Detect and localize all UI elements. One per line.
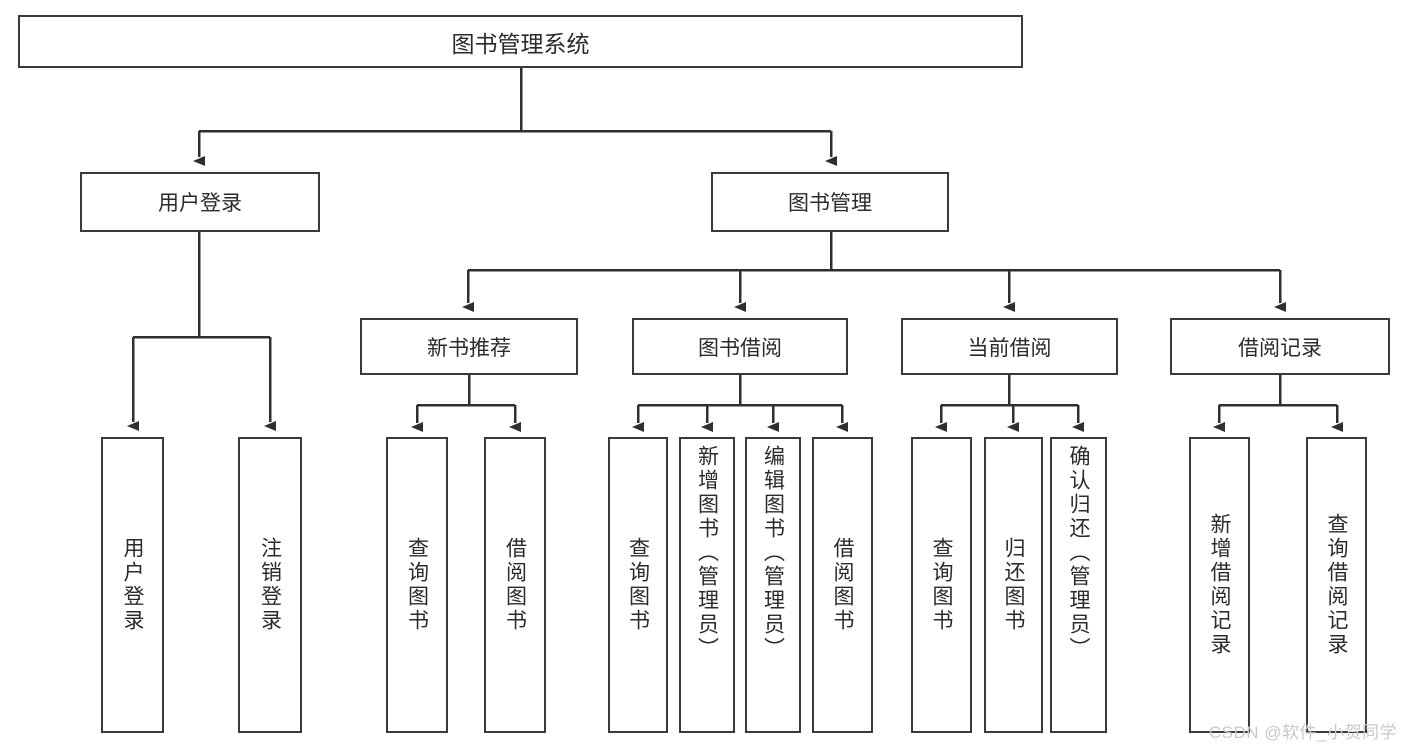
node-leaf-add-borrow-record[interactable]: 新增借阅记录 (1189, 437, 1250, 733)
node-leaf-confirm-return-admin-label: 确认归还（管理员） (1067, 445, 1090, 661)
csdn-watermark: CSDN @软件_小贺同学 (1208, 723, 1397, 742)
node-root[interactable]: 图书管理系统 (18, 15, 1023, 68)
node-leaf-user-login-label: 用户登录 (121, 537, 144, 633)
node-leaf-query-book-borrow[interactable]: 查询图书 (608, 437, 668, 733)
node-leaf-edit-book-admin[interactable]: 编辑图书（管理员） (745, 437, 801, 733)
node-new-book-rec[interactable]: 新书推荐 (360, 318, 578, 375)
node-book-manage[interactable]: 图书管理 (711, 172, 949, 232)
leaf-inner: 查询图书 (913, 439, 970, 731)
node-leaf-query-book-rec[interactable]: 查询图书 (386, 437, 448, 733)
node-new-book-rec-label: 新书推荐 (427, 336, 511, 360)
leaf-inner: 新增图书（管理员） (681, 439, 733, 731)
node-borrow-record-label: 借阅记录 (1238, 336, 1322, 360)
node-leaf-borrow-book[interactable]: 借阅图书 (812, 437, 873, 733)
node-leaf-borrow-book-rec-label: 借阅图书 (503, 537, 527, 633)
node-leaf-user-logout-label: 注销登录 (258, 537, 282, 633)
leaf-inner: 注销登录 (240, 439, 300, 731)
node-leaf-user-login[interactable]: 用户登录 (101, 437, 164, 733)
node-book-borrow[interactable]: 图书借阅 (632, 318, 848, 375)
node-leaf-return-book[interactable]: 归还图书 (984, 437, 1043, 733)
node-leaf-query-book-cur-label: 查询图书 (930, 537, 953, 633)
leaf-inner: 确认归还（管理员） (1052, 439, 1105, 731)
node-leaf-add-book-admin-label: 新增图书（管理员） (695, 445, 719, 661)
leaf-inner: 借阅图书 (814, 439, 871, 731)
node-leaf-add-borrow-record-label: 新增借阅记录 (1208, 513, 1231, 657)
node-current-borrow-label: 当前借阅 (967, 336, 1052, 360)
node-current-borrow[interactable]: 当前借阅 (901, 318, 1118, 375)
leaf-inner: 归还图书 (986, 439, 1041, 731)
node-leaf-edit-book-admin-label: 编辑图书（管理员） (761, 445, 785, 661)
node-user-login-label: 用户登录 (158, 192, 242, 215)
node-leaf-borrow-book-rec[interactable]: 借阅图书 (484, 437, 546, 733)
node-borrow-record[interactable]: 借阅记录 (1170, 318, 1390, 375)
node-leaf-borrow-book-label: 借阅图书 (831, 537, 854, 633)
node-leaf-query-borrow-record[interactable]: 查询借阅记录 (1306, 437, 1367, 733)
node-leaf-user-logout[interactable]: 注销登录 (238, 437, 302, 733)
node-leaf-confirm-return-admin[interactable]: 确认归还（管理员） (1050, 437, 1107, 733)
leaf-inner: 借阅图书 (486, 439, 544, 731)
node-book-borrow-label: 图书借阅 (698, 336, 782, 360)
node-leaf-query-book-borrow-label: 查询图书 (626, 537, 650, 633)
node-leaf-query-borrow-record-label: 查询借阅记录 (1325, 513, 1348, 657)
leaf-inner: 查询图书 (610, 439, 666, 731)
node-leaf-query-book-cur[interactable]: 查询图书 (911, 437, 972, 733)
node-leaf-return-book-label: 归还图书 (1002, 537, 1025, 633)
node-book-manage-label: 图书管理 (788, 192, 872, 215)
node-user-login[interactable]: 用户登录 (80, 172, 320, 232)
leaf-inner: 用户登录 (103, 439, 162, 731)
leaf-inner: 查询借阅记录 (1308, 439, 1365, 731)
node-root-label: 图书管理系统 (451, 30, 590, 57)
node-leaf-query-book-rec-label: 查询图书 (405, 537, 429, 633)
node-leaf-add-book-admin[interactable]: 新增图书（管理员） (679, 437, 735, 733)
leaf-inner: 编辑图书（管理员） (747, 439, 799, 731)
leaf-inner: 查询图书 (388, 439, 446, 731)
leaf-inner: 新增借阅记录 (1191, 439, 1248, 731)
